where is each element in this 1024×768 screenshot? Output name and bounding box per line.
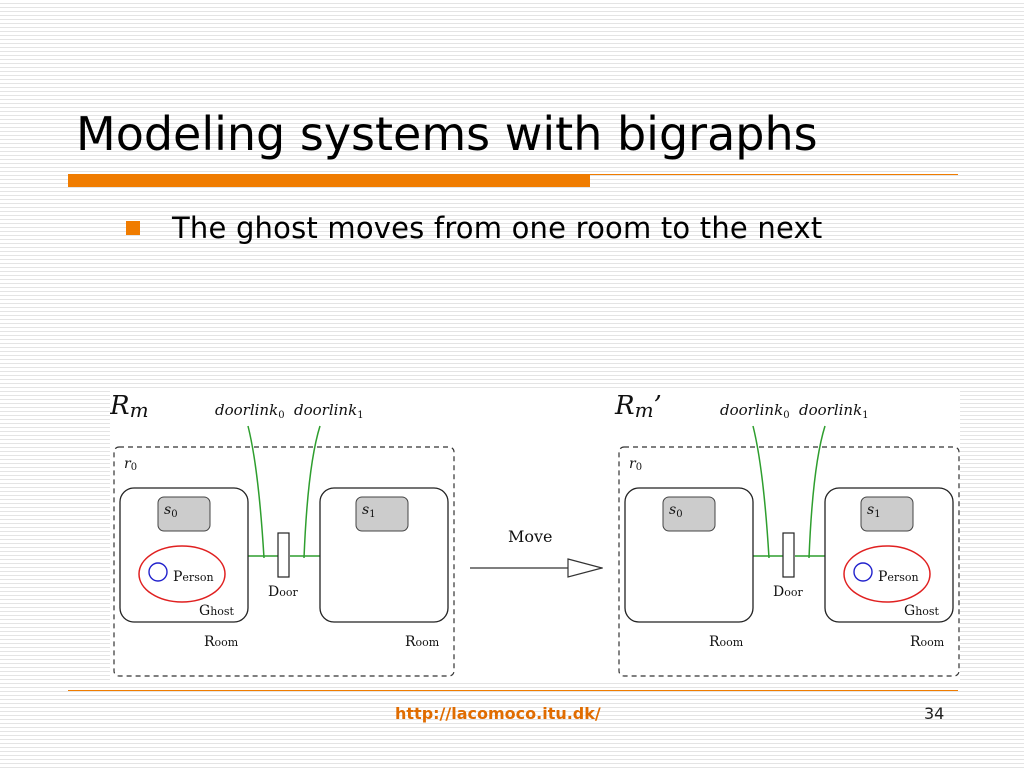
footer-url-link[interactable]: http://lacomoco.itu.dk/ xyxy=(395,704,601,723)
bullet-item: The ghost moves from one room to the nex… xyxy=(126,206,822,250)
outer-name-doorlink1: doorlink1 xyxy=(799,401,869,421)
title-divider-line xyxy=(68,174,958,175)
room-node-1 xyxy=(319,487,449,623)
room-node-0 xyxy=(624,487,754,623)
footer-divider-line xyxy=(68,690,958,691)
link-edge-doorlink0 xyxy=(752,425,770,559)
bigraph-figure: Rm doorlink0 doorlink1 r0 s0 Person Ghos… xyxy=(110,391,960,677)
site-label-0: s0 xyxy=(669,502,683,520)
room-node-1 xyxy=(824,487,954,623)
room-label-0: Room xyxy=(709,634,744,650)
bigraph-name-right: Rm’ xyxy=(614,391,662,422)
bigraph-name-left: Rm xyxy=(110,391,149,422)
site-0 xyxy=(157,496,211,532)
site-1 xyxy=(860,496,914,532)
bigraph-right: Rm’ doorlink0 doorlink1 r0 s0 Door s1 Pe… xyxy=(614,391,960,677)
ghost-node xyxy=(138,545,226,603)
site-1 xyxy=(355,496,409,532)
link-edge-doorlink0 xyxy=(247,425,265,559)
outer-name-doorlink1: doorlink1 xyxy=(294,401,364,421)
door-node xyxy=(782,532,795,578)
room-node-0 xyxy=(119,487,249,623)
square-bullet-icon xyxy=(126,221,140,235)
door-label: Door xyxy=(773,584,803,600)
slide-title: Modeling systems with bigraphs xyxy=(76,107,818,161)
room-label-0: Room xyxy=(204,634,239,650)
person-label: Person xyxy=(173,569,214,585)
person-node-icon xyxy=(148,562,168,582)
outer-name-doorlink0: doorlink0 xyxy=(720,401,790,421)
region-root xyxy=(618,446,960,677)
room-label-1: Room xyxy=(405,634,440,650)
page-number: 34 xyxy=(924,704,945,723)
link-edge-doorlink1 xyxy=(808,425,826,559)
bigraph-left: Rm doorlink0 doorlink1 r0 s0 Person Ghos… xyxy=(110,391,455,677)
title-accent-bar xyxy=(68,175,590,187)
bullet-text: The ghost moves from one room to the nex… xyxy=(172,211,823,245)
site-0 xyxy=(662,496,716,532)
outer-name-doorlink0: doorlink0 xyxy=(215,401,285,421)
room-label-1: Room xyxy=(910,634,945,650)
site-label-1: s1 xyxy=(867,502,881,520)
site-label-1: s1 xyxy=(362,502,376,520)
door-label: Door xyxy=(268,584,298,600)
reaction-arrow: Move xyxy=(470,527,602,568)
region-label: r0 xyxy=(124,456,137,473)
reaction-label: Move xyxy=(508,527,553,546)
person-label: Person xyxy=(878,569,919,585)
region-root xyxy=(113,446,455,677)
person-node-icon xyxy=(853,562,873,582)
region-label: r0 xyxy=(629,456,642,473)
ghost-node xyxy=(843,545,931,603)
site-label-0: s0 xyxy=(164,502,178,520)
door-node xyxy=(277,532,290,578)
link-edge-doorlink1 xyxy=(303,425,321,559)
ghost-label: Ghost xyxy=(904,603,940,619)
bigraph-diagram: Rm doorlink0 doorlink1 r0 s0 Person Ghos… xyxy=(110,388,960,683)
ghost-label: Ghost xyxy=(199,603,235,619)
